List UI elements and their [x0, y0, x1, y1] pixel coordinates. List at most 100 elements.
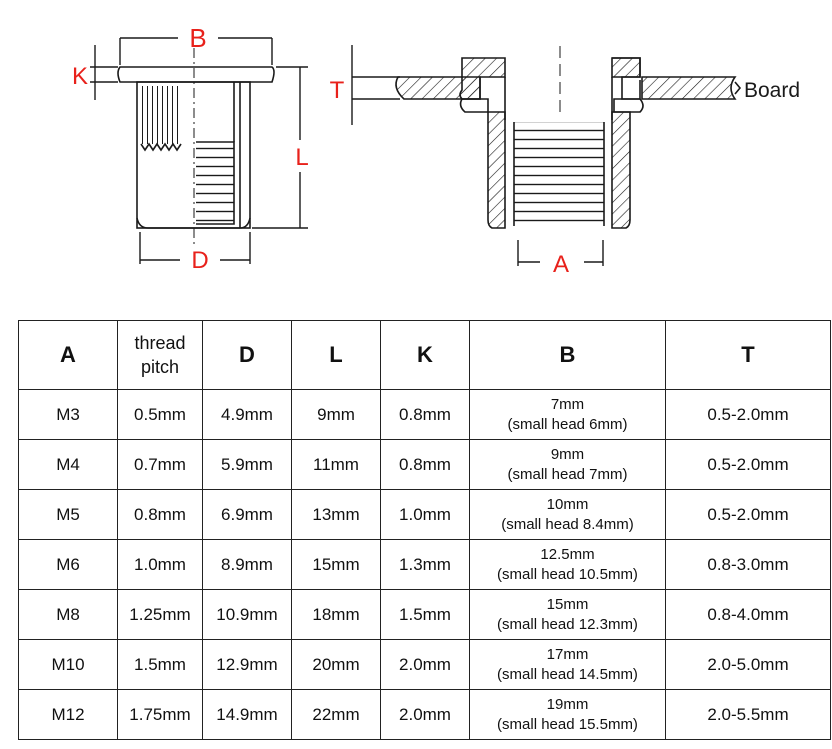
rivet-nut-diagram: B K L D T [72, 23, 800, 278]
dimension-a [517, 240, 604, 266]
cell-b: 12.5mm (small head 10.5mm) [469, 539, 666, 590]
cell-b: 9mm (small head 7mm) [469, 439, 666, 490]
cell-l: 13mm [291, 489, 381, 540]
cell-k: 0.8mm [380, 439, 470, 490]
header-pitch-line1: thread [134, 333, 186, 353]
cell-b-note: (small head 15.5mm) [497, 715, 638, 733]
cell-b-note: (small head 10.5mm) [497, 565, 638, 583]
cell-k: 1.5mm [380, 589, 470, 640]
knurl-edge [140, 142, 182, 152]
flange-head [117, 66, 275, 83]
cell-b-note: (small head 7mm) [507, 465, 628, 483]
cell-b-size: 15mm [546, 595, 589, 613]
cell-d: 14.9mm [202, 689, 292, 740]
collar-right [613, 98, 644, 113]
cell-b-size: 17mm [546, 645, 589, 663]
header-thread-pitch: thread pitch [117, 320, 203, 390]
cell-k: 2.0mm [380, 689, 470, 740]
collar-left [459, 98, 489, 113]
label-l: L [295, 144, 308, 171]
internal-thread-right [514, 122, 604, 226]
cell-k: 1.0mm [380, 489, 470, 540]
cell-b-size: 7mm [550, 395, 585, 413]
cell-b-size: 9mm [550, 445, 585, 463]
board-arrow [734, 81, 742, 95]
cell-a: M5 [18, 489, 118, 540]
cell-t: 0.8-3.0mm [665, 539, 831, 590]
dimension-t [351, 45, 400, 125]
cell-pitch: 1.75mm [117, 689, 203, 740]
internal-thread [196, 142, 234, 224]
label-t: T [330, 77, 345, 104]
header-t: T [665, 320, 831, 390]
cell-pitch: 1.0mm [117, 539, 203, 590]
cell-k: 0.8mm [380, 389, 470, 440]
cell-pitch: 0.5mm [117, 389, 203, 440]
header-a: A [18, 320, 118, 390]
label-board: Board [744, 79, 800, 102]
cell-a: M10 [18, 639, 118, 690]
cell-b: 17mm (small head 14.5mm) [469, 639, 666, 690]
dimension-b [119, 37, 273, 65]
dimension-k [90, 45, 118, 100]
cell-t: 0.5-2.0mm [665, 389, 831, 440]
knurl-area [141, 86, 179, 144]
cell-a: M6 [18, 539, 118, 590]
flange-left [459, 57, 506, 100]
cell-b-note: (small head 14.5mm) [497, 665, 638, 683]
cell-a: M8 [18, 589, 118, 640]
cell-b-size: 10mm [546, 495, 589, 513]
cell-k: 1.3mm [380, 539, 470, 590]
cell-t: 2.0-5.5mm [665, 689, 831, 740]
cell-b: 10mm (small head 8.4mm) [469, 489, 666, 540]
cell-l: 11mm [291, 439, 381, 490]
header-k: K [380, 320, 470, 390]
header-l: L [291, 320, 381, 390]
board-right [641, 76, 737, 100]
cell-k: 2.0mm [380, 639, 470, 690]
right-view [395, 46, 737, 229]
cell-t: 0.5-2.0mm [665, 439, 831, 490]
cell-d: 8.9mm [202, 539, 292, 590]
cell-a: M12 [18, 689, 118, 740]
cell-l: 20mm [291, 639, 381, 690]
cell-b-note: (small head 6mm) [507, 415, 628, 433]
cell-b-size: 19mm [546, 695, 589, 713]
dimension-l [252, 66, 308, 229]
body-wall-left [487, 111, 506, 229]
cell-pitch: 1.25mm [117, 589, 203, 640]
cell-d: 6.9mm [202, 489, 292, 540]
cell-d: 12.9mm [202, 639, 292, 690]
cell-pitch: 0.7mm [117, 439, 203, 490]
cell-b-note: (small head 8.4mm) [501, 515, 634, 533]
header-b: B [469, 320, 666, 390]
cell-l: 18mm [291, 589, 381, 640]
body-wall-right [611, 111, 631, 229]
label-b: B [189, 23, 206, 53]
cell-b-size: 12.5mm [540, 545, 595, 563]
cell-t: 0.8-4.0mm [665, 589, 831, 640]
header-row: A thread pitch D L K B T [18, 320, 831, 390]
label-d: D [191, 247, 208, 274]
label-a: A [553, 251, 569, 278]
cell-b: 7mm (small head 6mm) [469, 389, 666, 440]
cell-b: 19mm (small head 15.5mm) [469, 689, 666, 740]
header-d: D [202, 320, 292, 390]
cell-a: M3 [18, 389, 118, 440]
cell-b: 15mm(small head 12.3mm) [469, 589, 666, 640]
cell-l: 22mm [291, 689, 381, 740]
cell-d: 5.9mm [202, 439, 292, 490]
cell-d: 10.9mm [202, 589, 292, 640]
cell-l: 15mm [291, 539, 381, 590]
cell-t: 0.5-2.0mm [665, 489, 831, 540]
header-pitch-line2: pitch [140, 357, 180, 377]
label-k: K [72, 63, 88, 90]
